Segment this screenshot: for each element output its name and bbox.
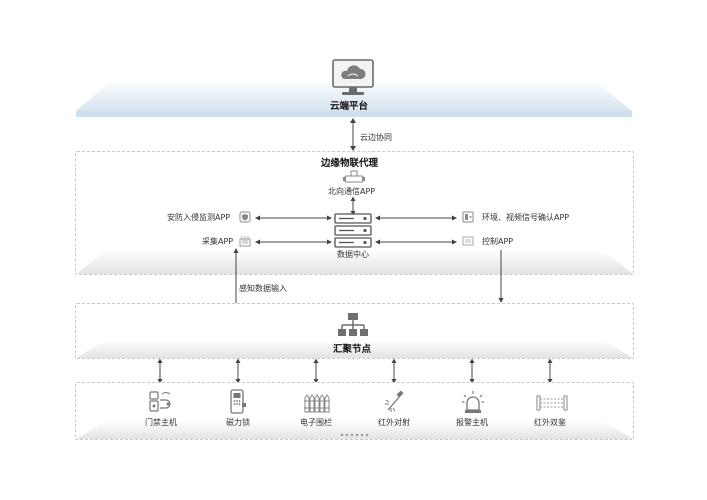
hub-device-arrows [157, 358, 553, 384]
north-comm-icon [342, 170, 366, 186]
hub-network-icon [337, 312, 369, 338]
device-box [75, 382, 634, 440]
cloud-platform-top [76, 84, 632, 111]
device-label-dual: 红外双鉴 [534, 418, 566, 427]
edge-agent-box [75, 151, 634, 275]
hub-box [75, 303, 634, 359]
intrusion-app-label: 安防入侵监测APP [167, 213, 231, 222]
alarm-light-icon [461, 390, 485, 414]
dual-sensor-icon [536, 394, 568, 412]
north-server-arrow [350, 196, 356, 216]
intrusion-shield-icon [239, 211, 251, 223]
device-label-alarm: 报警主机 [456, 418, 488, 427]
control-icon [462, 235, 474, 247]
collect-icon [239, 235, 251, 247]
electronic-fence-icon [303, 393, 331, 413]
edge-agent-title: 边缘物联代理 [321, 158, 379, 169]
cloud-platform-title: 云端平台 [330, 101, 369, 112]
pagination-dots [340, 433, 369, 437]
access-control-icon [148, 390, 174, 414]
cloud-platform-edge [76, 111, 632, 117]
cloud-edge-link-label: 云边协同 [360, 133, 392, 142]
server-icon [334, 213, 372, 249]
cloud-platform: 云端平台 [0, 0, 707, 125]
infrared-beam-icon [382, 390, 406, 414]
control-app-label: 控制APP [482, 237, 514, 246]
device-label-access: 门禁主机 [145, 418, 177, 427]
magnetic-lock-icon [229, 389, 247, 415]
env-video-app-label: 环境、视频信号确认APP [482, 213, 570, 222]
north-comm-app-label: 北向通信APP [328, 187, 376, 196]
cloud-edge-arrow [350, 118, 356, 151]
uplink-label: 感知数据输入 [239, 284, 287, 293]
data-center-label: 数据中心 [337, 250, 369, 259]
device-label-lock: 磁力锁 [226, 418, 250, 427]
device-label-infrared: 红外对射 [378, 418, 410, 427]
device-label-fence: 电子围栏 [300, 418, 332, 427]
monitor-cloud-icon [330, 58, 376, 98]
collect-app-label: 采集APP [202, 237, 234, 246]
hub-title: 汇聚节点 [333, 344, 372, 355]
video-signal-icon [462, 211, 474, 223]
